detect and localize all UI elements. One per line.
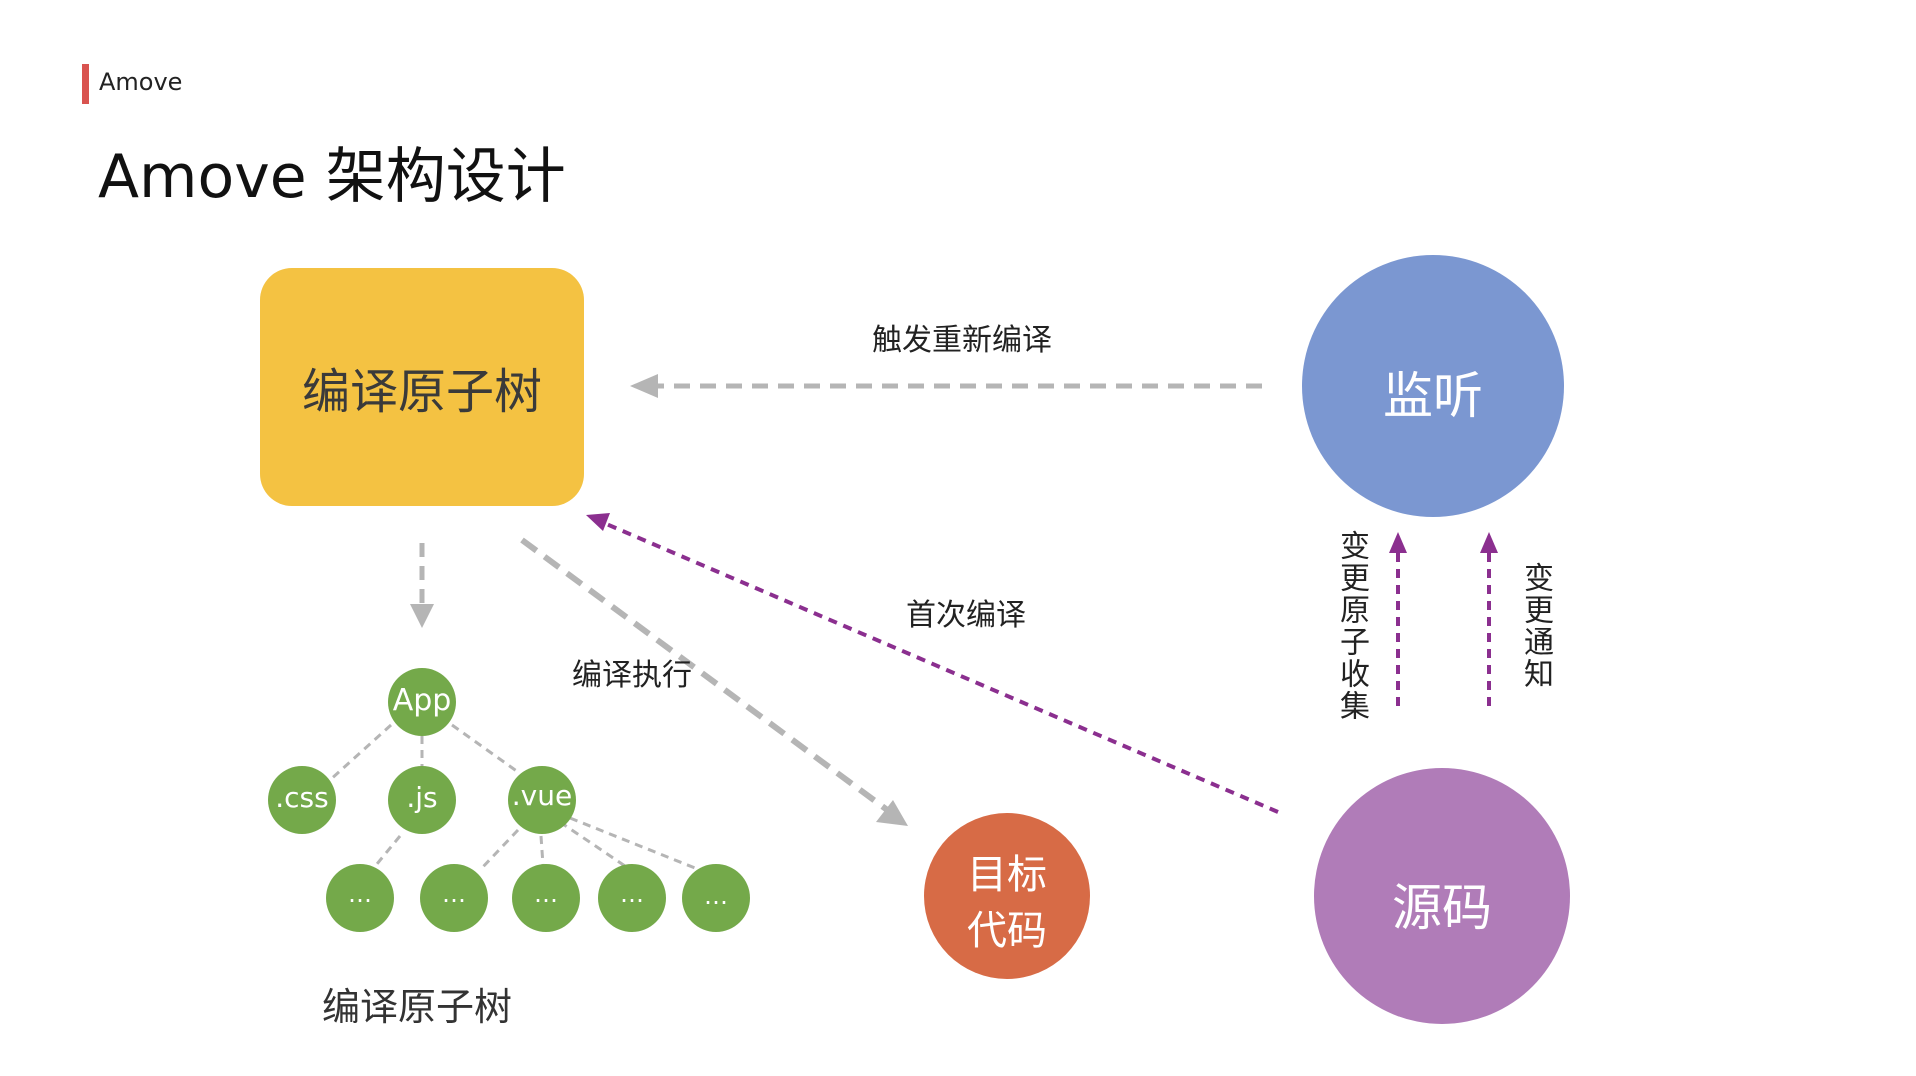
tree-leaf-node: [682, 864, 750, 932]
tree-node-vue-label: .vue: [511, 779, 573, 812]
tree-leaf-node: [420, 864, 488, 932]
compile-exec-arrow-head: [876, 800, 908, 826]
tree-leaf-node: [598, 864, 666, 932]
target-code-label-line1: 目标: [967, 852, 1047, 898]
retrigger-label: 触发重新编译: [872, 323, 1052, 358]
change-notify-arrow-head: [1480, 532, 1498, 553]
first-compile-arrow-head: [586, 513, 610, 531]
tree-node-vue: [508, 766, 576, 834]
listen-circle: [1302, 255, 1564, 517]
source-circle: [1314, 768, 1570, 1024]
tree-leaf-node: [326, 864, 394, 932]
tree-leaf-node-label: …: [620, 880, 644, 908]
compile-down-arrow-head: [410, 604, 434, 628]
change-collect-label: 变更原子收集: [1334, 530, 1369, 722]
compile-exec-arrow-line: [520, 537, 892, 815]
retrigger-arrow-head: [630, 374, 658, 398]
tree-leaf-node-label: …: [442, 880, 466, 908]
tree-caption: 编译原子树: [322, 985, 513, 1029]
tree-leaf-node: [512, 864, 580, 932]
tree-node-css: [268, 766, 336, 834]
compile-exec-label: 编译执行: [572, 658, 692, 693]
tree-node-css-label: .css: [275, 781, 329, 814]
first-compile-arrow-line: [603, 521, 1279, 814]
tree-node-js: [388, 766, 456, 834]
tree-leaf-node-label: …: [704, 882, 728, 910]
compile-tree-box-label: 编译原子树: [301, 364, 542, 420]
tree-leaf-node-label: …: [348, 880, 372, 908]
compile-tree-box: [260, 268, 584, 506]
change-collect-arrow-head: [1389, 532, 1407, 553]
source-circle-label: 源码: [1392, 879, 1492, 937]
listen-circle-label: 监听: [1383, 367, 1483, 425]
first-compile-label: 首次编译: [906, 598, 1026, 633]
section-label: Amove: [99, 68, 183, 96]
tree-node-js-label: .js: [406, 781, 438, 814]
tree-node-root: [388, 668, 456, 736]
page-title: Amove 架构设计: [98, 142, 566, 212]
tree-connectors: [328, 723, 701, 872]
change-notify-label: 变更通知: [1518, 562, 1553, 690]
tree-leaf-node-label: …: [534, 880, 558, 908]
target-code-label-line2: 代码: [967, 908, 1047, 954]
tree-node-root-label: App: [392, 683, 452, 718]
target-code-circle: [924, 813, 1090, 979]
section-accent-bar: [82, 64, 89, 104]
